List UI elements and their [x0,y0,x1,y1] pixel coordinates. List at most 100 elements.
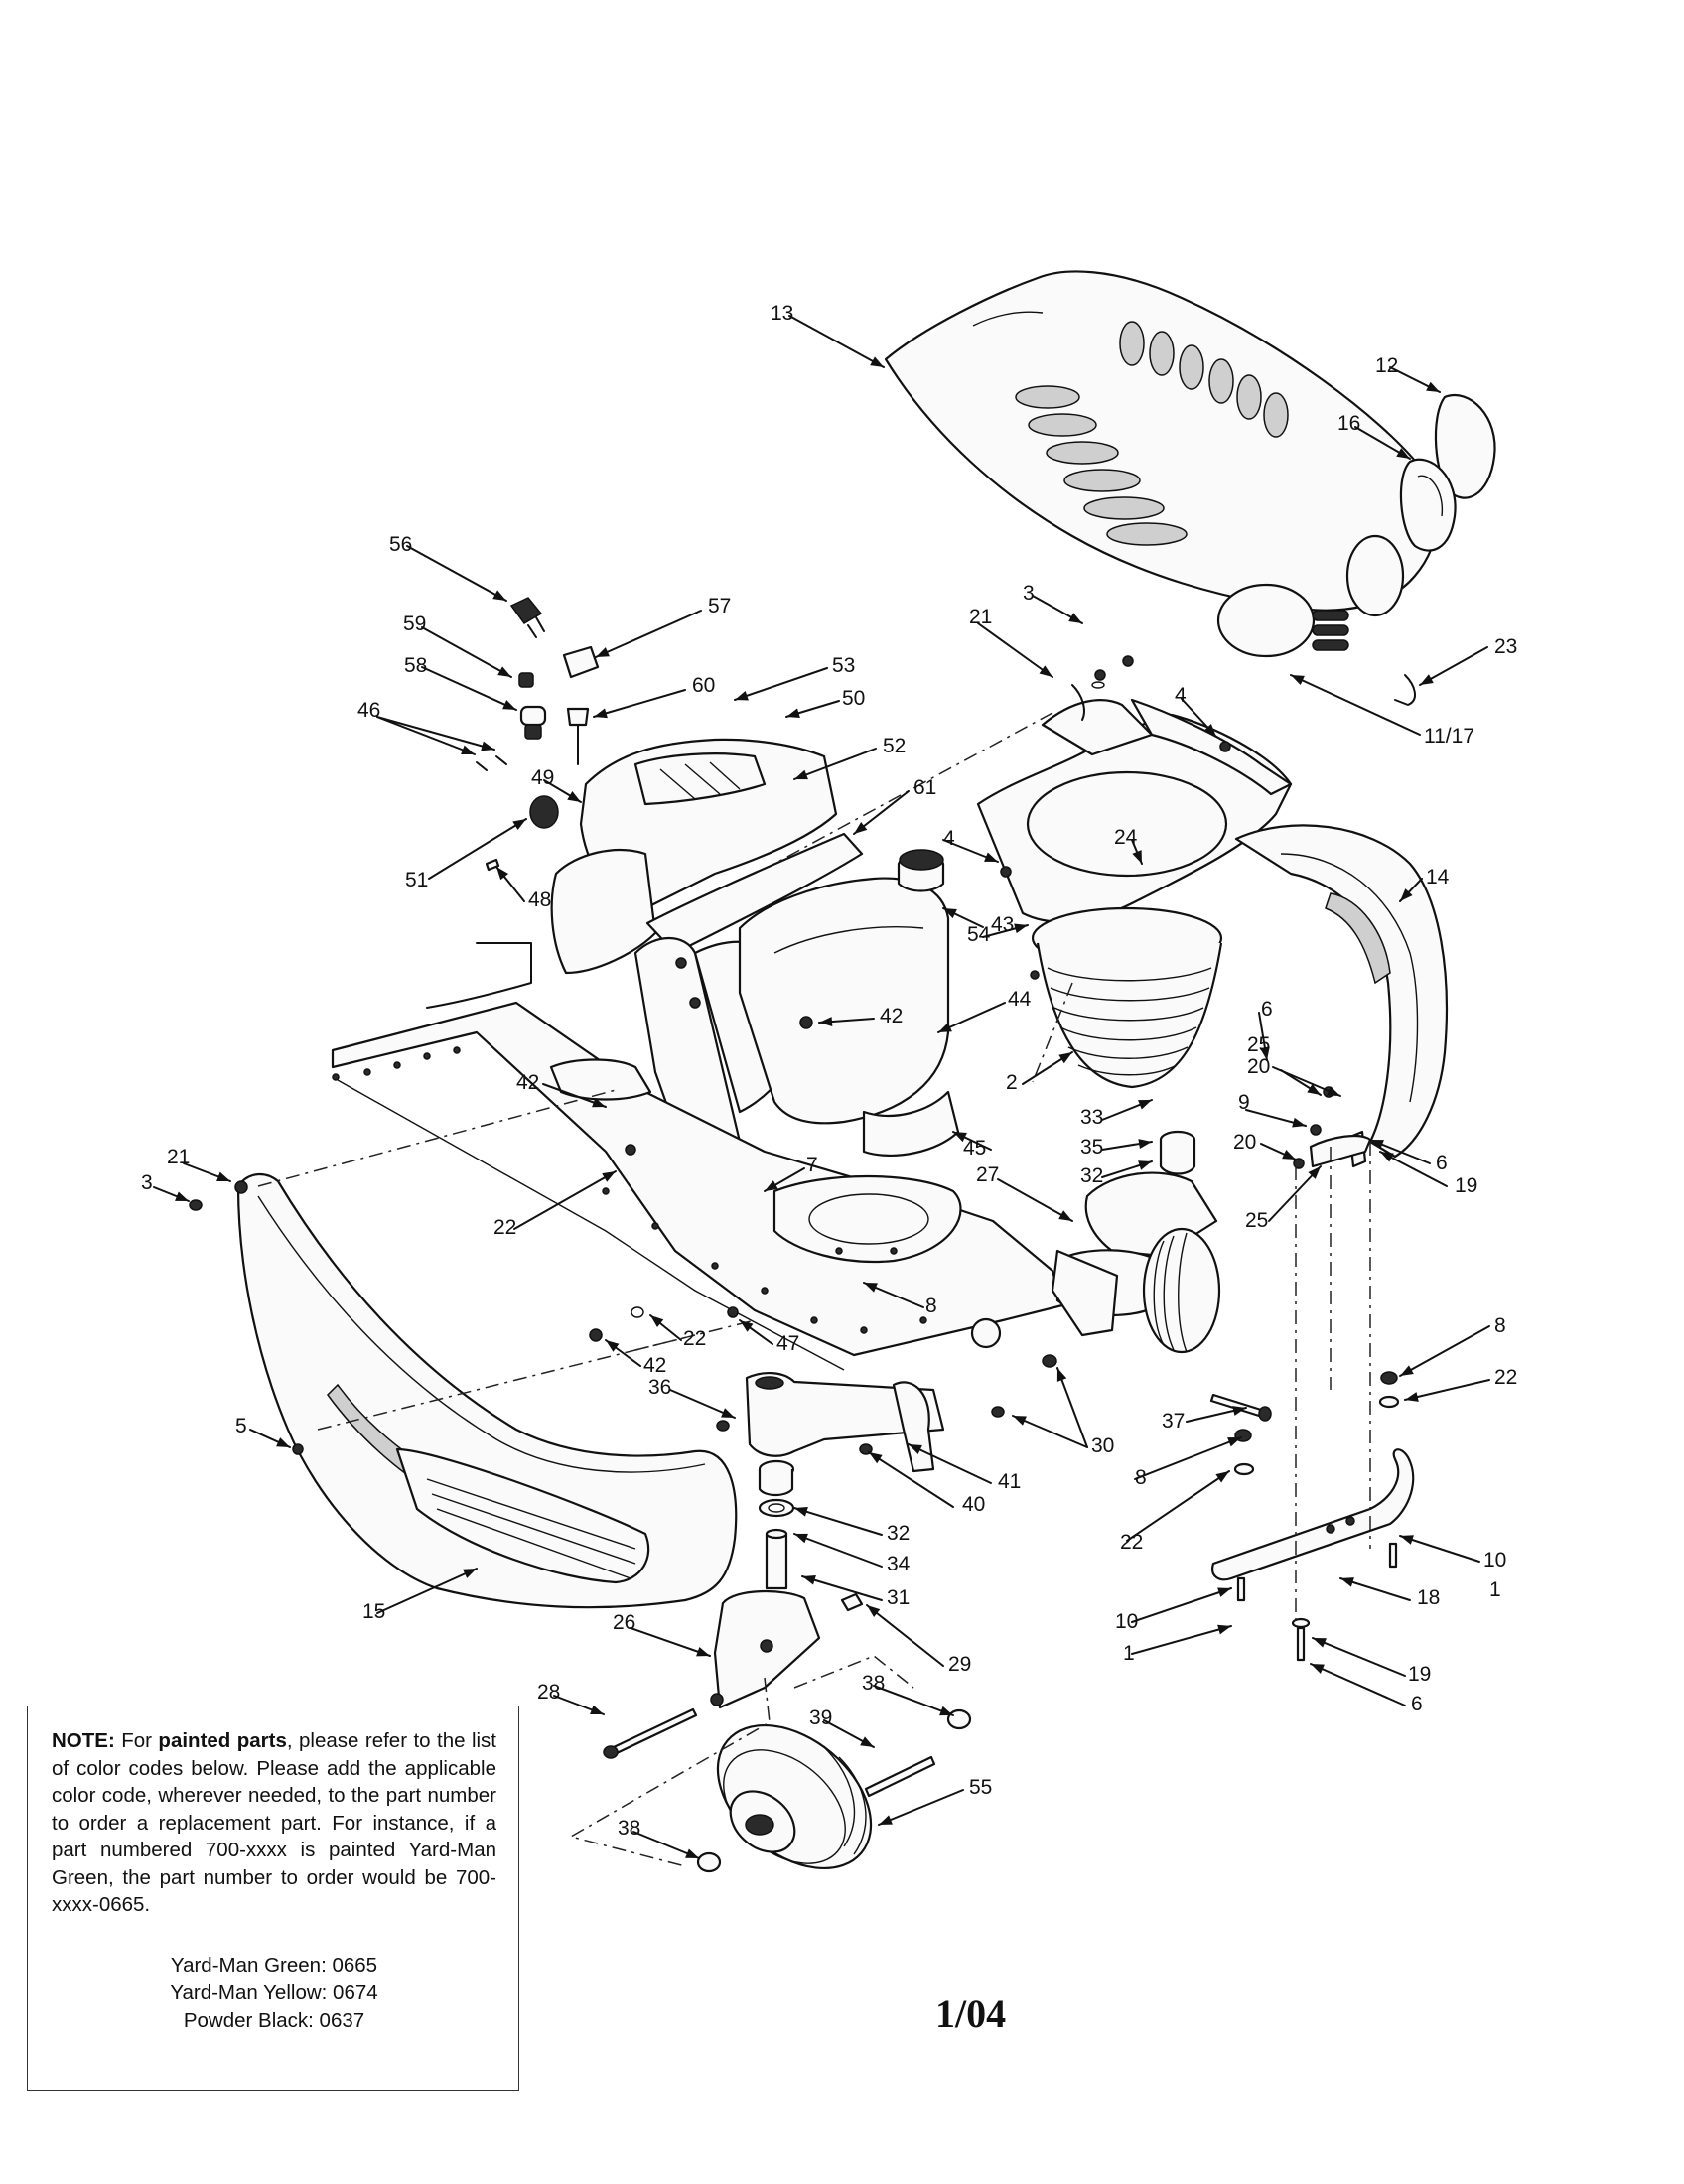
leader-line [513,1170,617,1230]
callout-c13: 13 [771,302,793,325]
leader-arrowhead [502,700,516,710]
right-caster [1051,1130,1221,1354]
callout-c22d: 22 [1120,1531,1143,1554]
leader-arrowhead [175,1191,189,1201]
callout-c8a: 8 [925,1295,937,1317]
callout-c26: 26 [613,1611,635,1634]
leader-arrowhead [1013,1416,1027,1426]
leader-arrowhead [1311,1664,1325,1674]
leader-arrowhead [1370,1140,1384,1150]
note-text-2: , please refer to the list of color code… [52,1729,496,1916]
callout-c46: 46 [357,699,380,722]
callout-c32a: 32 [1080,1164,1103,1187]
leader-arrowhead [819,1017,833,1027]
callout-c3a: 3 [1023,582,1035,605]
leader-arrowhead [786,708,800,719]
leader-line [997,1178,1073,1222]
callout-c21b: 21 [167,1146,190,1168]
leader-arrowhead [1056,1368,1067,1382]
leader-arrowhead [606,1340,620,1352]
callout-c53: 53 [832,654,855,677]
leader-arrowhead [512,819,526,831]
leader-line [977,622,1053,678]
leader-line [1310,1663,1406,1706]
leader-arrowhead [740,1320,754,1332]
callout-c6a: 6 [1261,998,1273,1021]
callout-c33: 33 [1080,1106,1103,1129]
leader-arrowhead [1058,1052,1072,1064]
leader-line [1134,1436,1242,1480]
callout-c57: 57 [708,595,731,617]
callout-c42a: 42 [880,1005,903,1027]
leader-arrowhead [463,1569,477,1578]
leader-arrowhead [802,1574,816,1585]
callout-c20a: 20 [1247,1055,1270,1078]
leader-arrowhead [1014,923,1028,934]
leader-arrows [153,315,1490,1859]
leader-arrowhead [1282,1150,1296,1160]
callout-c1117: 11/17 [1424,725,1474,748]
callout-c2: 2 [1006,1071,1018,1094]
leader-line [595,610,702,658]
callout-c51: 51 [405,869,428,891]
leader-line [376,716,495,751]
note-box [27,1706,519,2091]
callout-c12: 12 [1375,354,1398,377]
leader-arrowhead [864,1283,878,1293]
leader-arrowhead [860,1736,874,1747]
callout-c50: 50 [842,687,865,710]
leader-line [1399,1325,1490,1377]
leader-arrowhead [696,1646,710,1657]
leader-arrowhead [590,1705,604,1715]
leader-line [630,1627,711,1657]
leader-line [428,818,527,880]
leader-arrowhead [596,647,610,657]
leader-arrowhead [938,1023,952,1032]
frame-holes [332,1046,927,1334]
leader-line [793,748,877,780]
leader-line [376,1568,478,1614]
callout-c18: 18 [1417,1586,1440,1609]
hood-vents [1015,321,1289,546]
leader-arrowhead [1420,674,1434,685]
callout-c27: 27 [976,1163,999,1186]
leader-arrowhead [1068,613,1082,623]
leader-line [421,666,517,711]
callout-c58: 58 [404,654,427,677]
callout-c4a: 4 [1175,684,1187,707]
leader-arrowhead [496,867,509,881]
leader-line [421,626,512,678]
leader-line [406,545,507,602]
leader-arrowhead [481,741,494,751]
leader-arrowhead [1426,381,1440,392]
leader-arrowhead [1039,665,1052,677]
callout-c8c: 8 [1135,1466,1147,1489]
leader-line [801,1575,883,1601]
callout-c21a: 21 [969,606,992,628]
headlight-parts [1394,394,1496,706]
leader-arrowhead [1259,1046,1270,1060]
leader-line [376,716,476,755]
leader-arrowhead [602,1171,616,1182]
leader-arrowhead [1313,1638,1327,1648]
leader-line [1312,1637,1406,1677]
callout-c29: 29 [948,1653,971,1676]
callout-c22c: 22 [1494,1366,1517,1389]
left-side-panel-15 [236,1173,738,1609]
callout-c36: 36 [648,1376,671,1399]
callout-c60: 60 [692,674,715,697]
callout-c61: 61 [913,776,936,799]
callout-c22a: 22 [493,1216,516,1239]
leader-arrowhead [953,1132,967,1143]
leader-arrowhead [1138,1139,1152,1149]
assembly-lines [257,712,1371,1867]
leader-arrowhead [1227,1437,1241,1447]
note-label: NOTE: [52,1729,115,1752]
callout-c16: 16 [1337,412,1360,435]
callout-c52: 52 [883,735,906,757]
leader-line [793,1533,883,1568]
switch-components [476,597,600,872]
leader-arrowhead [1217,1624,1231,1635]
